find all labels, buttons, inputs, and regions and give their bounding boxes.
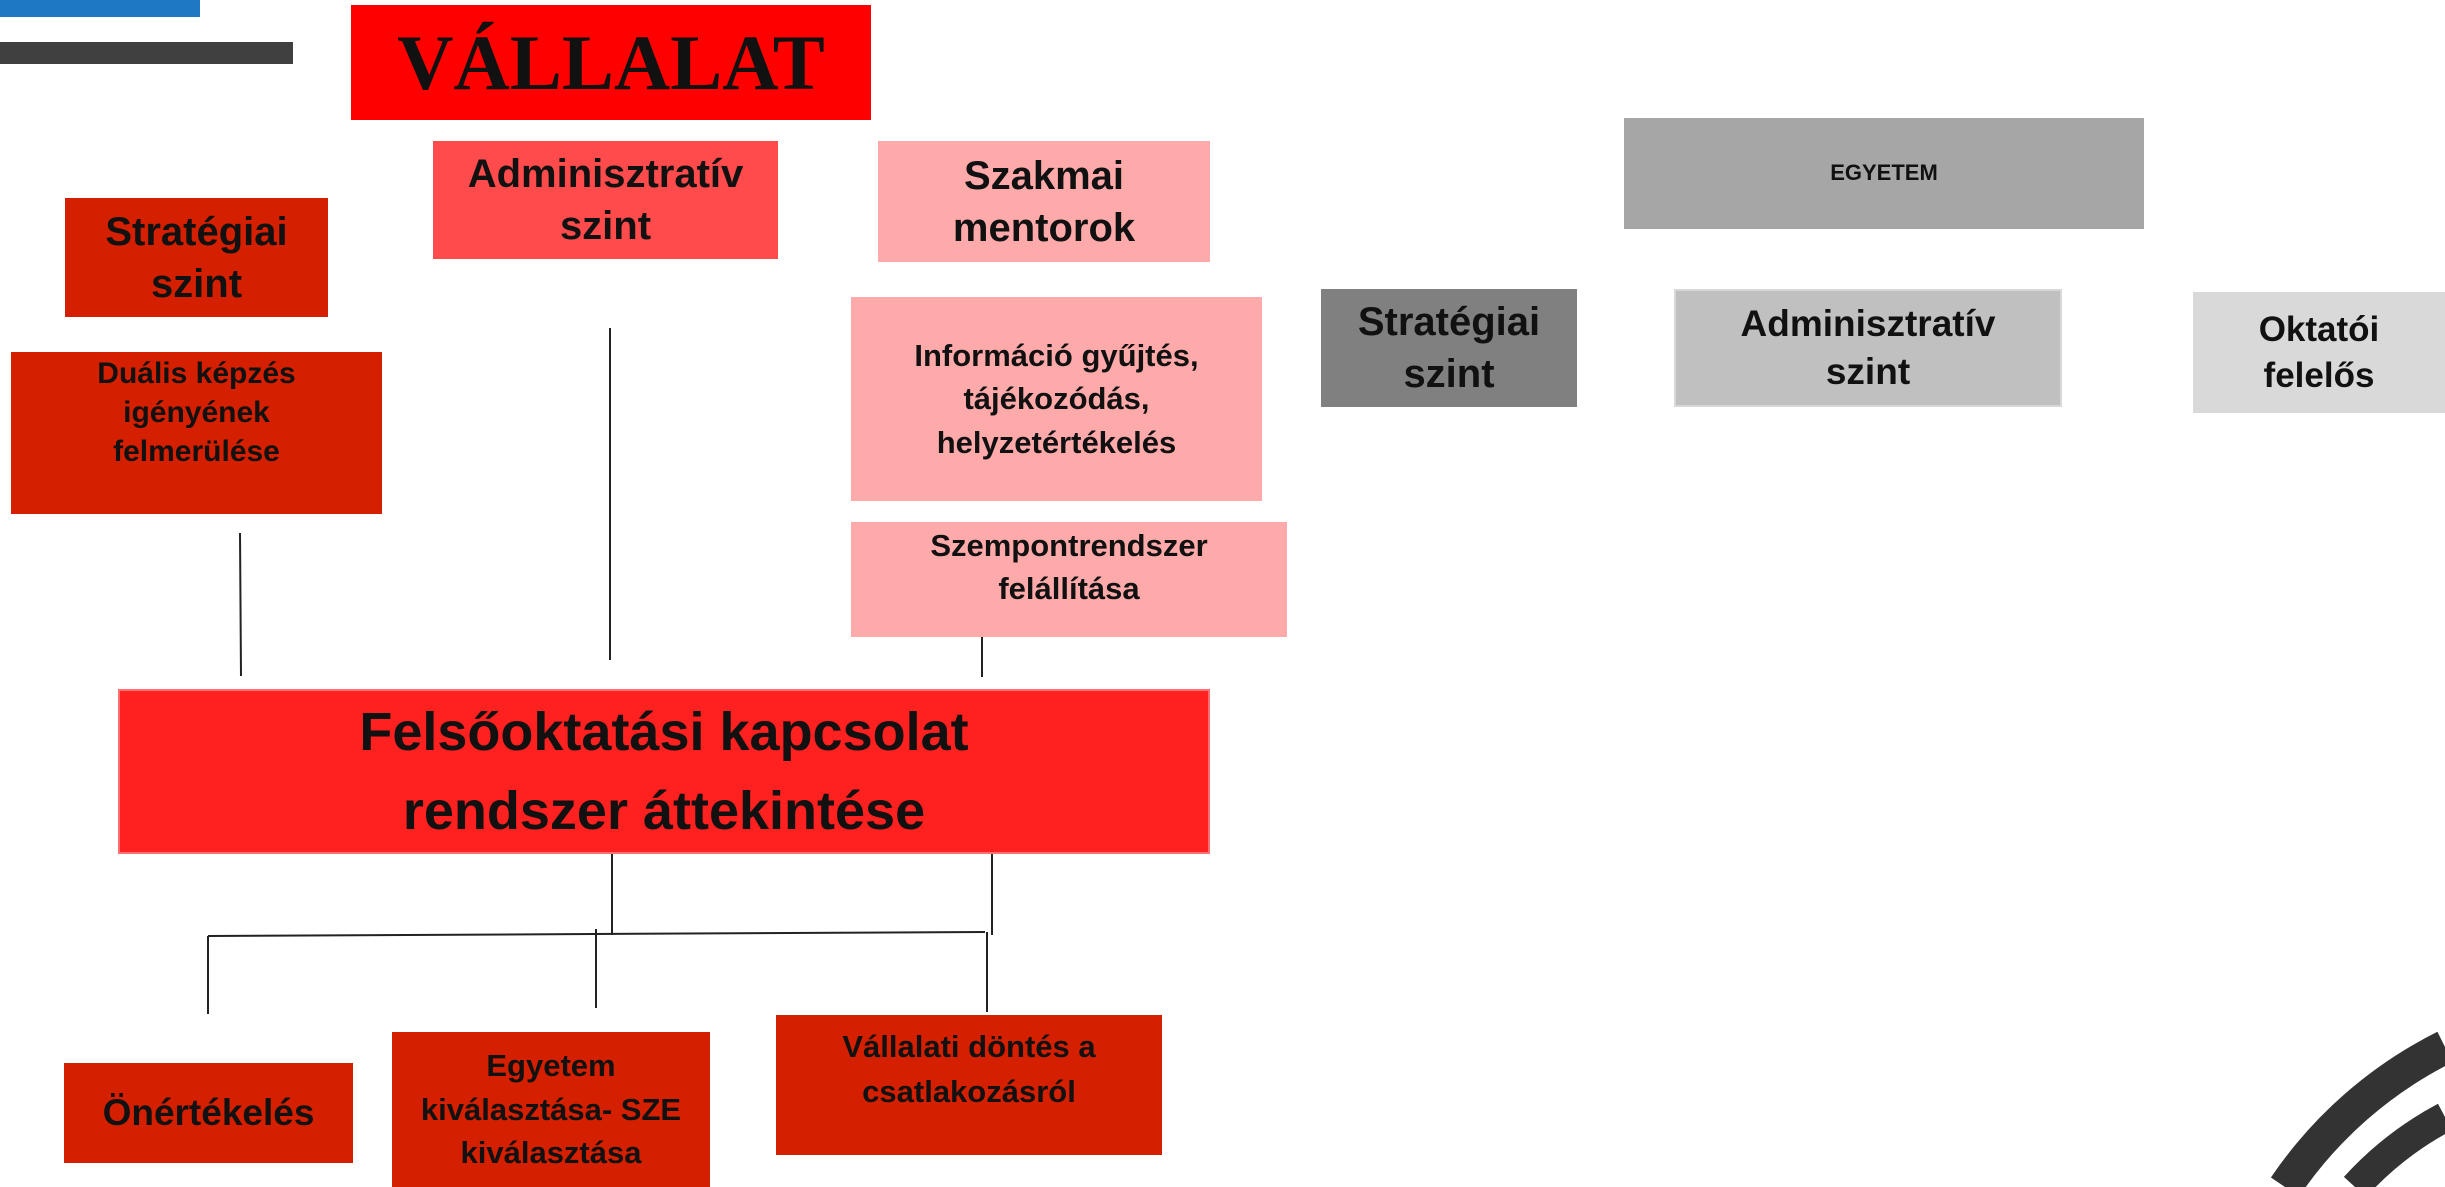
decor-arc-inner <box>2343 1103 2445 1187</box>
university-administrative-level: Adminisztratív szint <box>1674 289 2062 407</box>
self-assessment: Önértékelés <box>64 1063 353 1163</box>
info-gathering: Információ gyűjtés, tájékozódás, helyzet… <box>851 297 1262 501</box>
university-strategic-level: Stratégiai szint <box>1321 289 1577 407</box>
dual-training-need: Duális képzés igényének felmerülése <box>11 352 382 514</box>
university-title: EGYETEM <box>1624 118 2144 229</box>
company-strategic-level: Stratégiai szint <box>65 198 328 317</box>
company-professional-mentors: Szakmai mentorok <box>878 141 1210 262</box>
company-decision: Vállalati döntés a csatlakozásról <box>776 1015 1162 1155</box>
decor-blue-bar <box>0 0 200 17</box>
connector-line <box>239 532 242 677</box>
decor-gray-bar <box>0 42 293 64</box>
university-teaching-responsible: Oktatói felelős <box>2193 292 2445 413</box>
overview-box: Felsőoktatási kapcsolat rendszer áttekin… <box>118 689 1210 854</box>
criteria-system: Szempontrendszer felállítása <box>851 522 1287 637</box>
university-selection: Egyetem kiválasztása- SZE kiválasztása <box>392 1032 710 1187</box>
company-title: VÁLLALAT <box>351 5 871 120</box>
decor-arc-outer <box>2270 1031 2445 1187</box>
company-administrative-level: Adminisztratív szint <box>433 141 778 259</box>
